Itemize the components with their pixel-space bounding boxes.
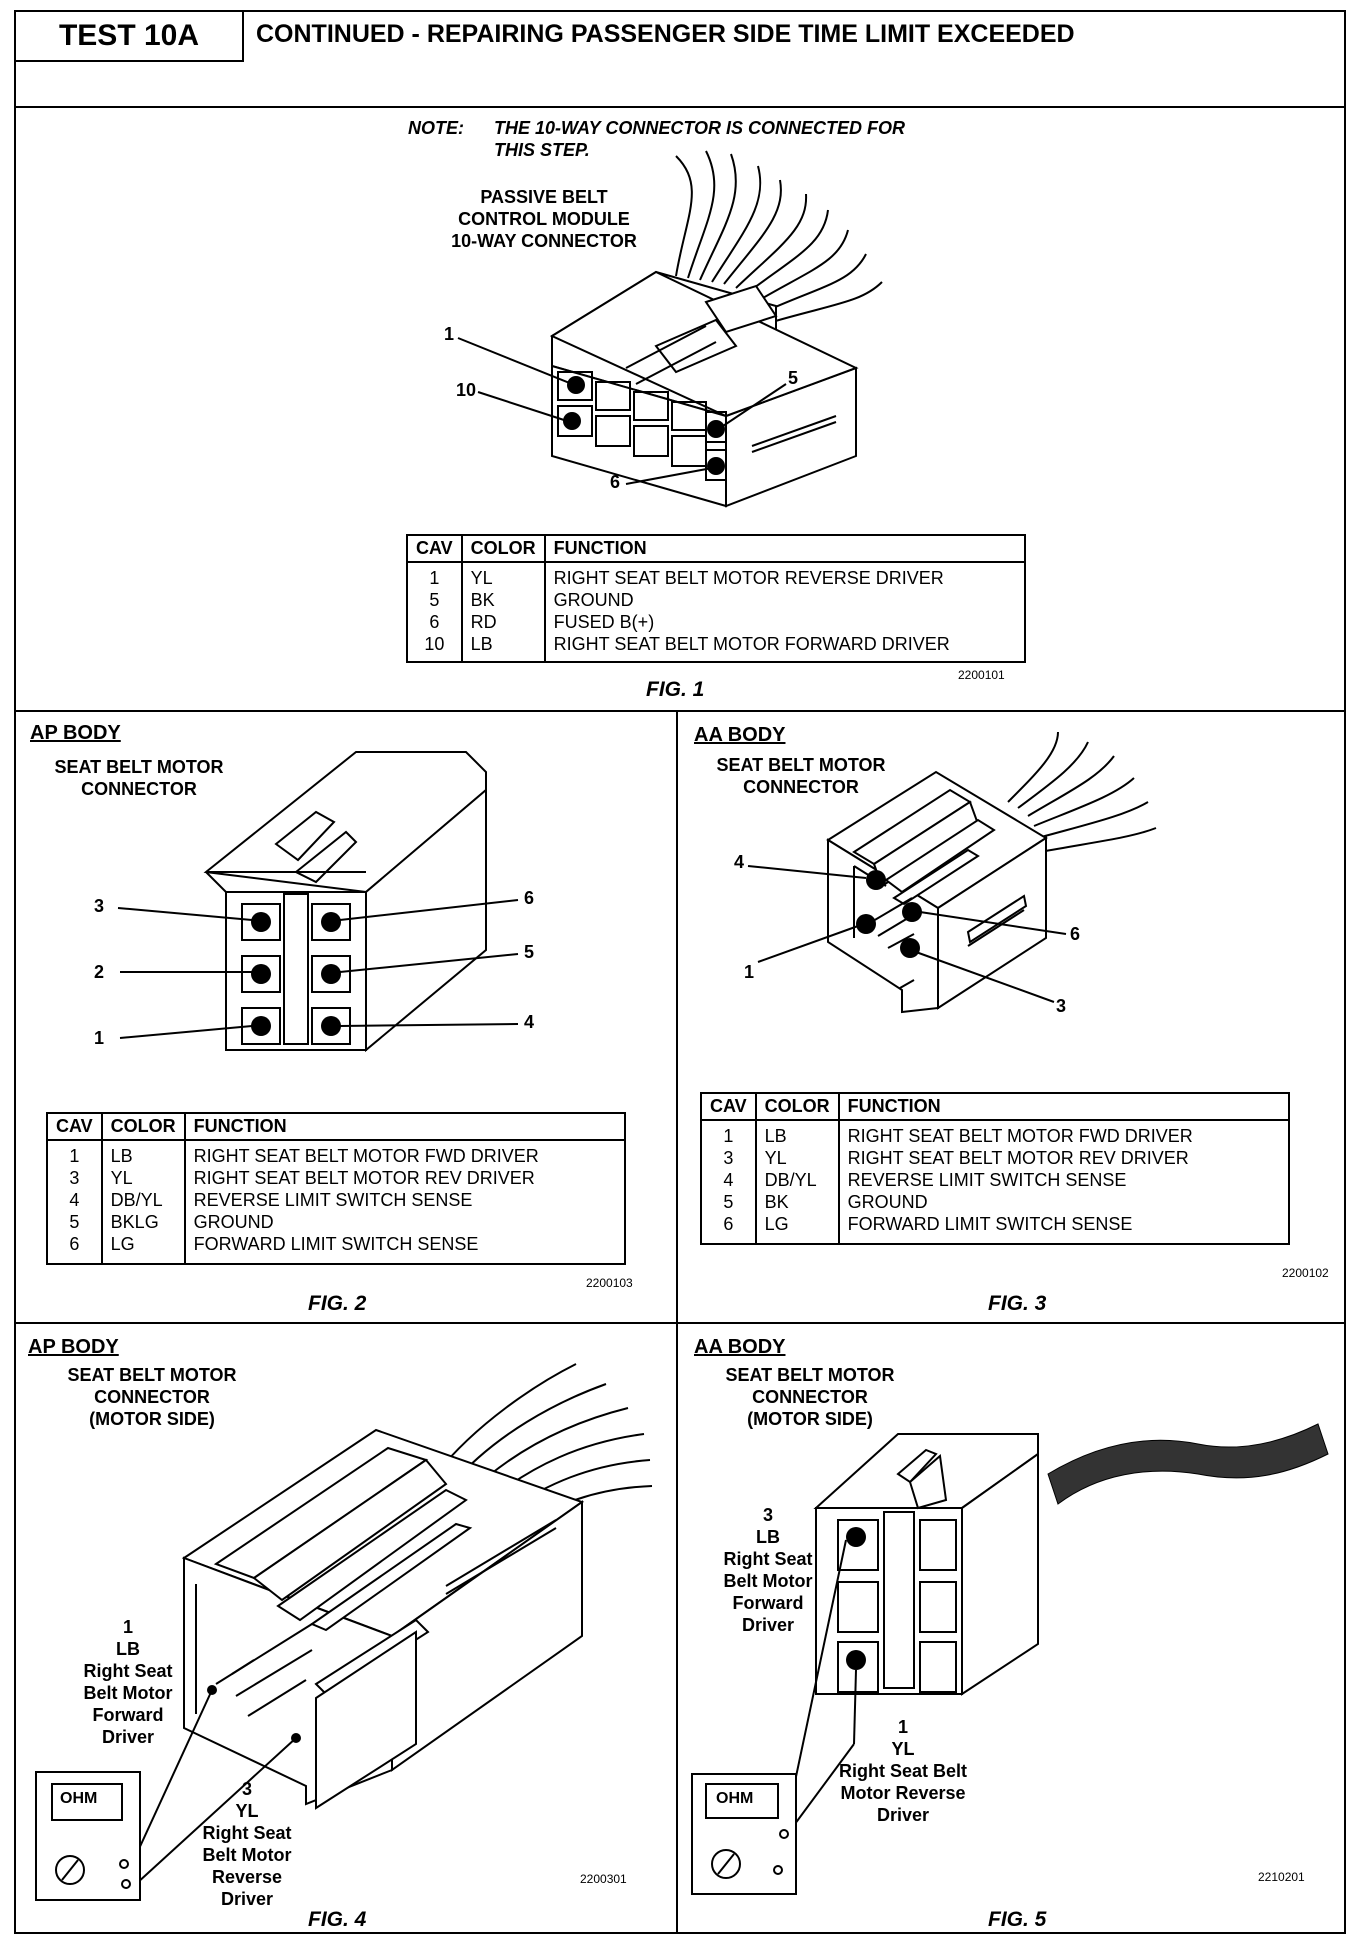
fig5-connector-label: SEAT BELT MOTOR CONNECTOR (MOTOR SIDE): [725, 1365, 895, 1429]
fig4-connector-drawing: [35, 1363, 653, 1901]
fig3-connector-drawing: [747, 731, 1157, 1014]
fig3-connector-label: SEAT BELT MOTOR CONNECTOR: [716, 755, 886, 797]
fig5-caption: FIG. 5: [988, 1908, 1047, 1931]
fig1-pin-10-label: 10: [456, 380, 477, 400]
column-header: COLOR: [755, 1093, 840, 1121]
fig2-pin-3-label: 3: [94, 896, 105, 916]
header-title: CONTINUED - REPAIRING PASSENGER SIDE TIM…: [256, 20, 1075, 48]
fig1-note-line1: THE 10-WAY CONNECTOR IS CONNECTED FOR: [494, 118, 906, 138]
fig5-connector-drawing: [691, 1423, 1329, 1895]
fig2-panel: AP BODY SEAT BELT MOTOR CONNECTOR: [16, 712, 678, 1324]
header: TEST 10A CONTINUED - REPAIRING PASSENGER…: [16, 12, 1344, 108]
fig3-pin-6-label: 6: [1070, 924, 1081, 944]
fig4-caption: FIG. 4: [308, 1908, 367, 1931]
fig2-code: 2200103: [586, 1276, 633, 1290]
column-header: COLOR: [461, 535, 546, 563]
page-frame: TEST 10A CONTINUED - REPAIRING PASSENGER…: [14, 10, 1346, 1934]
fig4-panel: AP BODY SEAT BELT MOTOR CONNECTOR (MOTOR…: [16, 1324, 678, 1934]
column-header: COLOR: [101, 1113, 186, 1141]
fig5-panel: AA BODY SEAT BELT MOTOR CONNECTOR (MOTOR…: [678, 1324, 1344, 1934]
column-header: CAV: [407, 535, 463, 563]
fig2-body-label: AP BODY: [30, 722, 121, 744]
fig3-pin-1-label: 1: [744, 962, 755, 982]
column-header: FUNCTION: [544, 535, 1025, 563]
table-header-row: CAV COLOR FUNCTION: [407, 535, 1025, 563]
fig1-caption: FIG. 1: [646, 678, 705, 701]
fig2-pin-5-label: 5: [524, 942, 535, 962]
column-header: CAV: [47, 1113, 103, 1141]
fig4-body-label: AP BODY: [28, 1336, 119, 1358]
fig2-pin-6-label: 6: [524, 888, 535, 908]
fig5-code: 2210201: [1258, 1870, 1305, 1884]
test-id: TEST 10A: [16, 12, 244, 62]
fig3-pin-3-label: 3: [1056, 996, 1067, 1016]
fig2-pin-4-label: 4: [524, 1012, 535, 1032]
fig3-caption: FIG. 3: [988, 1292, 1047, 1315]
fig1-connector-label: PASSIVE BELT CONTROL MODULE 10-WAY CONNE…: [451, 187, 637, 251]
fig4-ohm-meter-display: OHM: [60, 1790, 98, 1807]
fig2-connector-label: SEAT BELT MOTOR CONNECTOR: [54, 757, 224, 799]
fig2-pin-1-label: 1: [94, 1028, 105, 1048]
fig3-pin-4-label: 4: [734, 852, 745, 872]
fig3-panel: AA BODY SEAT BELT MOTOR CONNECTOR: [678, 712, 1344, 1324]
fig1-pin-5-label: 5: [788, 368, 799, 388]
fig3-body-label: AA BODY: [694, 724, 786, 746]
fig1-pin-6-label: 6: [610, 472, 621, 492]
fig5-body-label: AA BODY: [694, 1336, 786, 1358]
column-header: FUNCTION: [838, 1093, 1289, 1121]
column-header: FUNCTION: [184, 1113, 625, 1141]
fig4-code: 2200301: [580, 1872, 627, 1886]
fig1-note-line2: THIS STEP.: [494, 140, 590, 160]
fig5-ohm-meter-display: OHM: [716, 1790, 754, 1807]
fig1-panel: NOTE: THE 10-WAY CONNECTOR IS CONNECTED …: [16, 106, 1344, 712]
fig1-connector-drawing: [457, 150, 883, 508]
fig1-note-prefix: NOTE:: [408, 118, 464, 138]
fig2-pin-2-label: 2: [94, 962, 105, 982]
fig1-code: 2200101: [958, 668, 1005, 682]
column-header: CAV: [701, 1093, 757, 1121]
fig3-code: 2200102: [1282, 1266, 1329, 1280]
fig2-connector-drawing: [117, 751, 519, 1053]
fig2-caption: FIG. 2: [308, 1292, 367, 1315]
fig1-pin-1-label: 1: [444, 324, 455, 344]
fig4-connector-label: SEAT BELT MOTOR CONNECTOR (MOTOR SIDE): [67, 1365, 237, 1429]
table-header-row: CAV COLOR FUNCTION: [701, 1093, 1289, 1121]
table-header-row: CAV COLOR FUNCTION: [47, 1113, 625, 1141]
